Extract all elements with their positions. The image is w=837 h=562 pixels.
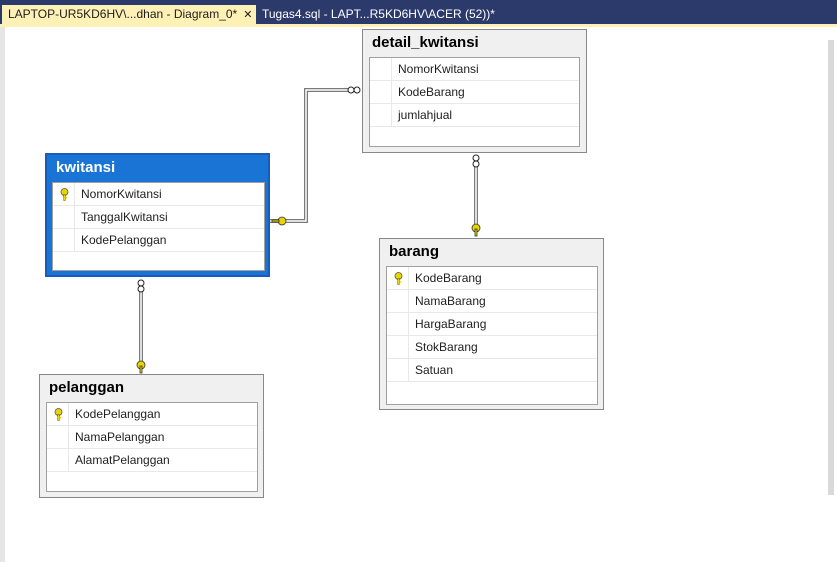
column-grid: NomorKwitansi TanggalKwitansi KodePelang… (52, 182, 265, 271)
table-detail-kwitansi[interactable]: detail_kwitansi NomorKwitansi KodeBarang… (362, 29, 587, 153)
column-name: AlamatPelanggan (75, 453, 170, 467)
table-kwitansi[interactable]: kwitansi NomorKwitansi TanggalKwitansi K… (45, 153, 270, 277)
table-pelanggan[interactable]: pelanggan KodePelanggan NamaPelanggan Al… (39, 374, 264, 498)
column-row[interactable]: Satuan (387, 359, 597, 382)
tab-diagram-label: LAPTOP-UR5KD6HV\...dhan - Diagram_0* (8, 7, 238, 21)
primary-key-icon (60, 188, 69, 201)
table-title: kwitansi (56, 159, 116, 176)
column-name: TanggalKwitansi (81, 210, 168, 224)
tab-strip-underline (0, 24, 837, 27)
column-row[interactable]: TanggalKwitansi (53, 206, 264, 229)
table-title: detail_kwitansi (372, 34, 479, 51)
column-row[interactable]: NamaBarang (387, 290, 597, 313)
column-name: NamaPelanggan (75, 430, 165, 444)
column-name: jumlahjual (398, 108, 453, 122)
primary-key-icon (394, 272, 403, 285)
column-row[interactable]: KodeBarang (370, 81, 579, 104)
primary-key-icon (54, 408, 63, 421)
column-name: KodeBarang (415, 271, 482, 285)
column-name: StokBarang (415, 340, 478, 354)
column-name: HargaBarang (415, 317, 487, 331)
column-name: KodeBarang (398, 85, 465, 99)
column-row[interactable]: NamaPelanggan (47, 426, 257, 449)
column-row[interactable]: KodePelanggan (53, 229, 264, 252)
canvas-left-edge (0, 27, 5, 562)
column-row[interactable]: StokBarang (387, 336, 597, 359)
table-title: barang (389, 243, 440, 260)
table-barang[interactable]: barang KodeBarang NamaBarang HargaBarang… (379, 238, 604, 410)
column-grid: KodeBarang NamaBarang HargaBarang StokBa… (386, 266, 598, 405)
vertical-scrollbar-thumb[interactable] (828, 40, 834, 495)
table-title: pelanggan (49, 379, 125, 396)
column-grid: KodePelanggan NamaPelanggan AlamatPelang… (46, 402, 258, 492)
close-icon[interactable]: ✕ (243, 9, 253, 21)
tab-sql-query-label: Tugas4.sql - LAPT...R5KD6HV\ACER (52))* (262, 7, 495, 21)
column-row[interactable]: KodePelanggan (47, 403, 257, 426)
column-name: Satuan (415, 363, 454, 377)
column-name: NomorKwitansi (81, 187, 162, 201)
column-row[interactable]: jumlahjual (370, 104, 579, 127)
column-name: KodePelanggan (75, 407, 161, 421)
column-row[interactable]: NomorKwitansi (370, 58, 579, 81)
column-row[interactable]: AlamatPelanggan (47, 449, 257, 472)
column-name: NamaBarang (415, 294, 486, 308)
column-grid: NomorKwitansi KodeBarang jumlahjual (369, 57, 580, 147)
column-row[interactable]: NomorKwitansi (53, 183, 264, 206)
column-row[interactable]: KodeBarang (387, 267, 597, 290)
column-row[interactable]: HargaBarang (387, 313, 597, 336)
tab-sql-query[interactable]: Tugas4.sql - LAPT...R5KD6HV\ACER (52))* (256, 5, 495, 24)
tab-diagram[interactable]: LAPTOP-UR5KD6HV\...dhan - Diagram_0* ✕ (2, 5, 256, 24)
column-name: KodePelanggan (81, 233, 167, 247)
column-name: NomorKwitansi (398, 62, 479, 76)
